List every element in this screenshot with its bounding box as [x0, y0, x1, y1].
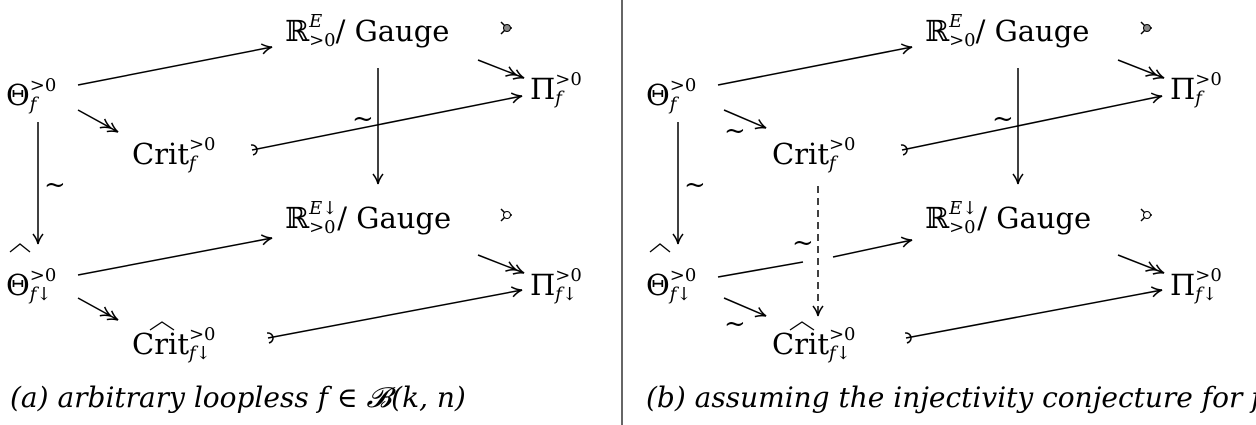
- filled-vertex-icon: [500, 21, 512, 35]
- arrow-thetahat-to-crithat-a: [77, 297, 119, 321]
- arrow-theta-to-rgauge-b: [717, 43, 913, 86]
- arrow-rgauge-to-pi-b: [1117, 59, 1165, 80]
- hat-icon: [789, 321, 815, 331]
- caption-a: (a) arbitrary loopless f ∈ 𝓑(k, n): [10, 381, 466, 414]
- open-vertex-icon: [500, 208, 512, 222]
- arrow-crit-to-pi-a: [250, 92, 523, 156]
- arrow-theta-to-rgauge-a: [77, 43, 273, 86]
- arrow-thetahat-to-rgauge-a: [77, 234, 273, 276]
- open-vertex-icon: [1140, 208, 1152, 222]
- tilde-label-b3: ~: [724, 116, 746, 146]
- arrow-crithat-to-pidown-a: [266, 286, 523, 344]
- arrow-crit-to-pi-b: [900, 92, 1163, 156]
- tilde-label-a2: ~: [44, 170, 66, 200]
- hat-icon: [149, 321, 175, 331]
- caption-b: (b) assuming the injectivity conjecture …: [646, 381, 1256, 414]
- arrow-thetahat-to-rgauge-b-part2: [832, 236, 913, 258]
- tilde-label-b2: ~: [684, 170, 706, 200]
- arrow-thetahat-to-crithat-b: [723, 297, 767, 318]
- tilde-label-b1: ~: [992, 104, 1014, 134]
- arrow-thetahat-to-rgauge-b-part1: [717, 261, 804, 278]
- arrow-rgaugedown-to-pidown-b: [1117, 254, 1165, 275]
- arrow-theta-to-crit-a: [77, 109, 119, 133]
- tilde-label-b5: ~: [724, 309, 746, 339]
- tilde-label-a1: ~: [352, 104, 374, 134]
- hat-icon: [649, 243, 671, 253]
- tilde-label-b4: ~: [792, 228, 814, 258]
- arrow-rgaugedown-to-pidown-a: [477, 254, 525, 275]
- arrow-theta-to-crit-b: [723, 109, 767, 130]
- filled-vertex-icon: [1140, 21, 1152, 35]
- arrow-crithat-to-pidown-b: [904, 286, 1163, 344]
- arrow-rgauge-to-pi-a: [477, 59, 525, 80]
- hat-icon: [9, 243, 31, 253]
